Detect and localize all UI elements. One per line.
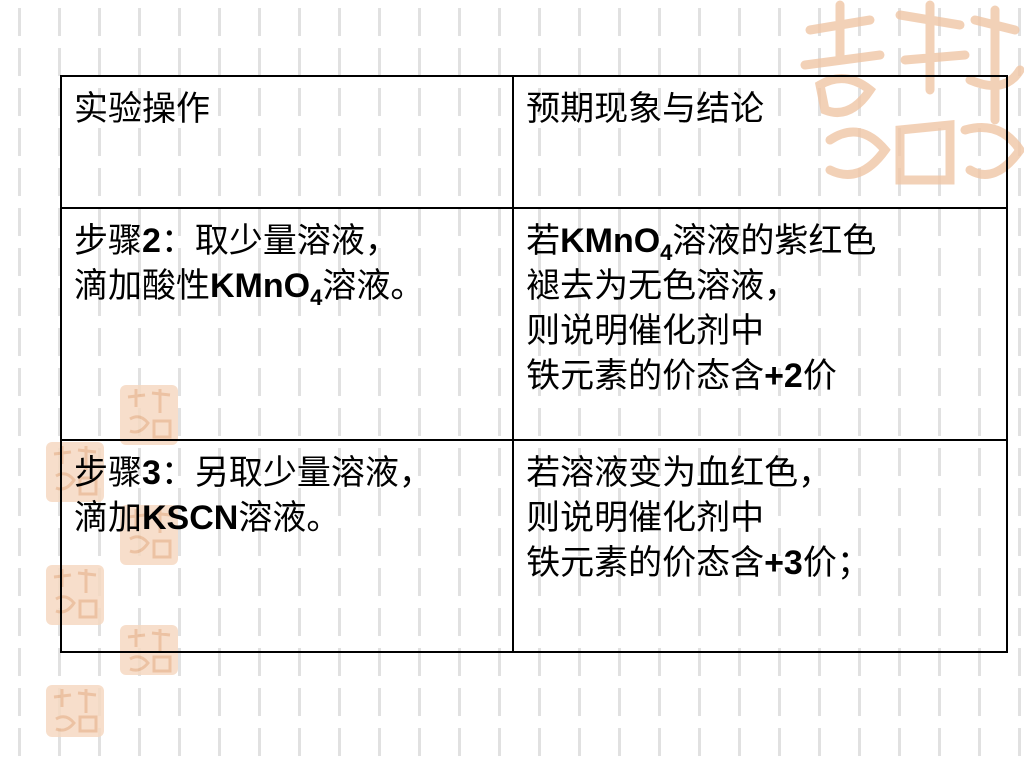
- step2-result: 若KMnO4溶液的紫红色 褪去为无色溶液， 则说明催化剂中 铁元素的价态含+2价: [512, 207, 1008, 441]
- step3-op-line2: 滴加KSCN溶液。: [74, 498, 341, 538]
- step2-op-line1: 步骤2：取少量溶液，: [74, 221, 399, 261]
- experiment-table: 实验操作 预期现象与结论 步骤2：取少量溶液， 滴加酸性KMnO4溶液。 若KM…: [59, 75, 1008, 653]
- step2-operation: 步骤2：取少量溶液， 滴加酸性KMnO4溶液。: [59, 207, 515, 441]
- step2-op-line2: 滴加酸性KMnO4溶液。: [74, 266, 425, 310]
- table-row-step2: 步骤2：取少量溶液， 滴加酸性KMnO4溶液。 若KMnO4溶液的紫红色 褪去为…: [59, 207, 1008, 441]
- step3-op-line1: 步骤3：另取少量溶液，: [74, 453, 433, 493]
- step3-res-line1: 若溶液变为血红色，: [526, 453, 833, 493]
- step2-res-line2: 褪去为无色溶液，: [526, 266, 799, 306]
- step3-res-line2: 则说明催化剂中: [526, 498, 765, 538]
- step3-operation: 步骤3：另取少量溶液， 滴加KSCN溶液。: [59, 439, 515, 653]
- table-header-row: 实验操作 预期现象与结论: [59, 75, 1008, 209]
- header-expectation: 预期现象与结论: [512, 75, 1008, 209]
- step2-res-line1: 若KMnO4溶液的紫红色: [526, 221, 877, 265]
- header-operation: 实验操作: [59, 75, 515, 209]
- step3-res-line3: 铁元素的价态含+3价；: [526, 543, 871, 583]
- step3-result: 若溶液变为血红色， 则说明催化剂中 铁元素的价态含+3价；: [512, 439, 1008, 653]
- step2-res-line3: 则说明催化剂中: [526, 311, 765, 351]
- auspicious-seal-icon: [46, 685, 104, 737]
- step2-res-line4: 铁元素的价态含+2价: [526, 356, 837, 396]
- table-row-step3: 步骤3：另取少量溶液， 滴加KSCN溶液。 若溶液变为血红色， 则说明催化剂中 …: [59, 439, 1008, 653]
